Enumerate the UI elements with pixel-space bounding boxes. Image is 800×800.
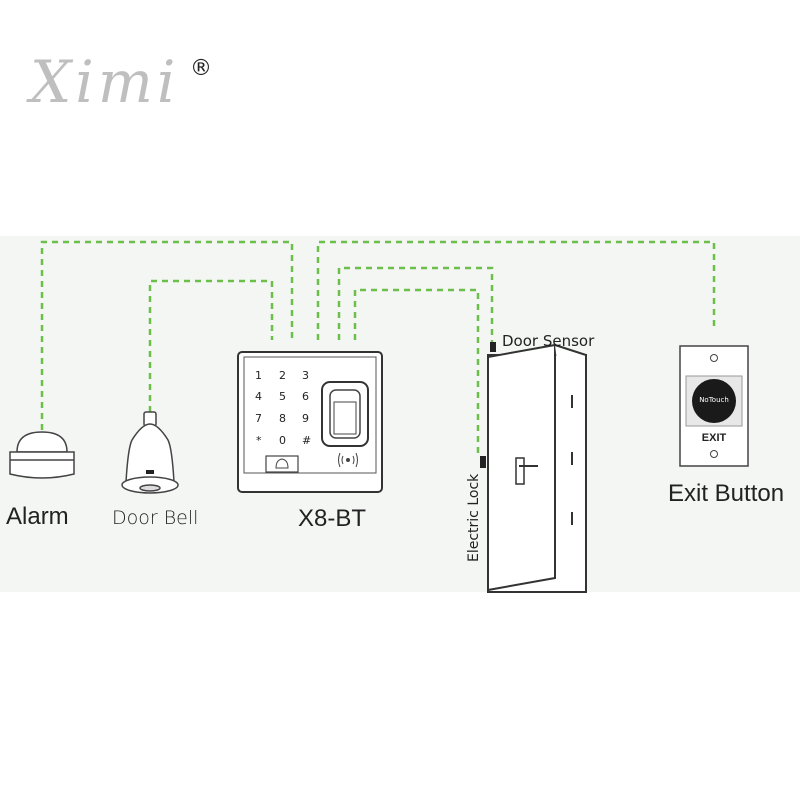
wiring bbox=[40, 240, 716, 456]
x8-bt-device bbox=[237, 351, 383, 493]
exit-plate-text: EXIT bbox=[701, 432, 727, 444]
wireless-icon bbox=[338, 452, 358, 468]
keypad-key: 2 bbox=[279, 369, 286, 382]
keypad-key: 8 bbox=[279, 412, 286, 425]
wire-doorbell bbox=[148, 279, 274, 412]
registered-mark: ® bbox=[190, 56, 212, 81]
keypad-key: 9 bbox=[302, 412, 309, 425]
wire-exit-button bbox=[316, 240, 716, 340]
wire-electric-lock bbox=[353, 288, 480, 456]
exit-button-face-text: NoTouch bbox=[699, 396, 729, 404]
alarm-device bbox=[9, 431, 75, 479]
label-exit-button: Exit Button bbox=[668, 480, 785, 507]
wire-door-sensor bbox=[337, 266, 494, 342]
door bbox=[480, 342, 587, 593]
label-door-sensor: Door Sensor bbox=[502, 332, 595, 350]
label-door-bell: Door Bell bbox=[112, 507, 199, 529]
keypad-key: 5 bbox=[279, 390, 286, 403]
exit-button-device bbox=[679, 345, 749, 467]
diagram-background-band bbox=[0, 236, 800, 592]
door-bell-device bbox=[121, 411, 179, 494]
label-alarm: Alarm bbox=[6, 503, 69, 530]
label-electric-lock: Electric Lock bbox=[466, 473, 482, 562]
keypad-key: 1 bbox=[255, 369, 262, 382]
label-device: X8-BT bbox=[298, 505, 367, 532]
electric-lock-block bbox=[480, 456, 486, 468]
keypad-key: * bbox=[256, 434, 262, 447]
door-sensor-block bbox=[490, 342, 496, 352]
bell-icon bbox=[265, 455, 299, 473]
keypad-key: 7 bbox=[255, 412, 262, 425]
brand-logo: Ximi bbox=[30, 48, 180, 116]
keypad-key: 6 bbox=[302, 390, 309, 403]
keypad-key: 3 bbox=[302, 369, 309, 382]
keypad-key: 0 bbox=[279, 434, 286, 447]
wire-alarm bbox=[40, 240, 294, 430]
keypad-key: # bbox=[302, 434, 312, 447]
keypad-key: 4 bbox=[255, 390, 262, 403]
